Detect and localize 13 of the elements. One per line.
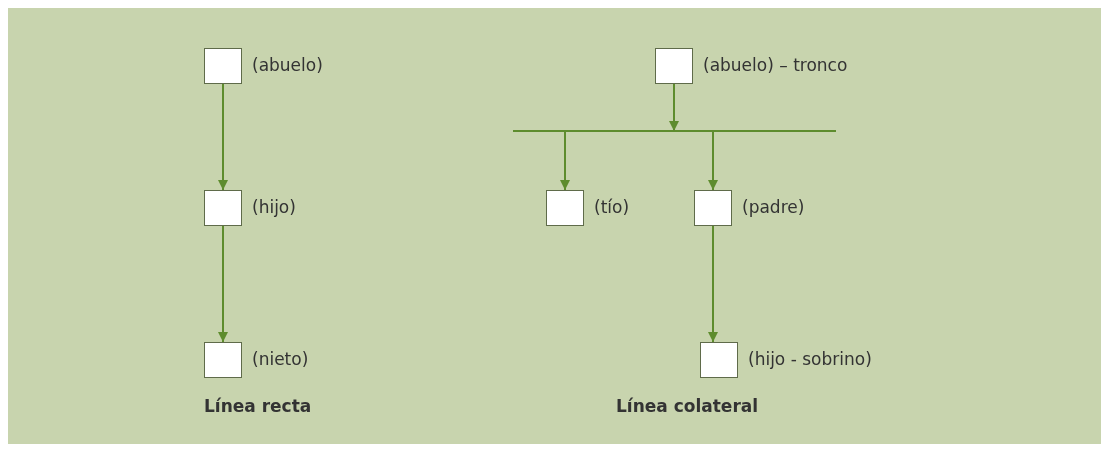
- node-label: (hijo - sobrino): [748, 349, 872, 369]
- arrow: [673, 83, 718, 191]
- arrow: [218, 83, 228, 191]
- node-label: (padre): [742, 197, 805, 217]
- node-label: (tío): [594, 197, 630, 217]
- arrow: [708, 225, 718, 343]
- node-label: (abuelo): [252, 55, 323, 75]
- diagram-label: Línea colateral: [616, 396, 759, 416]
- diagram-label: Línea recta: [204, 396, 312, 416]
- arrow: [218, 225, 228, 343]
- node-label: (hijo): [252, 197, 296, 217]
- node-label: (abuelo) – tronco: [703, 55, 848, 75]
- node-label: (nieto): [252, 349, 309, 369]
